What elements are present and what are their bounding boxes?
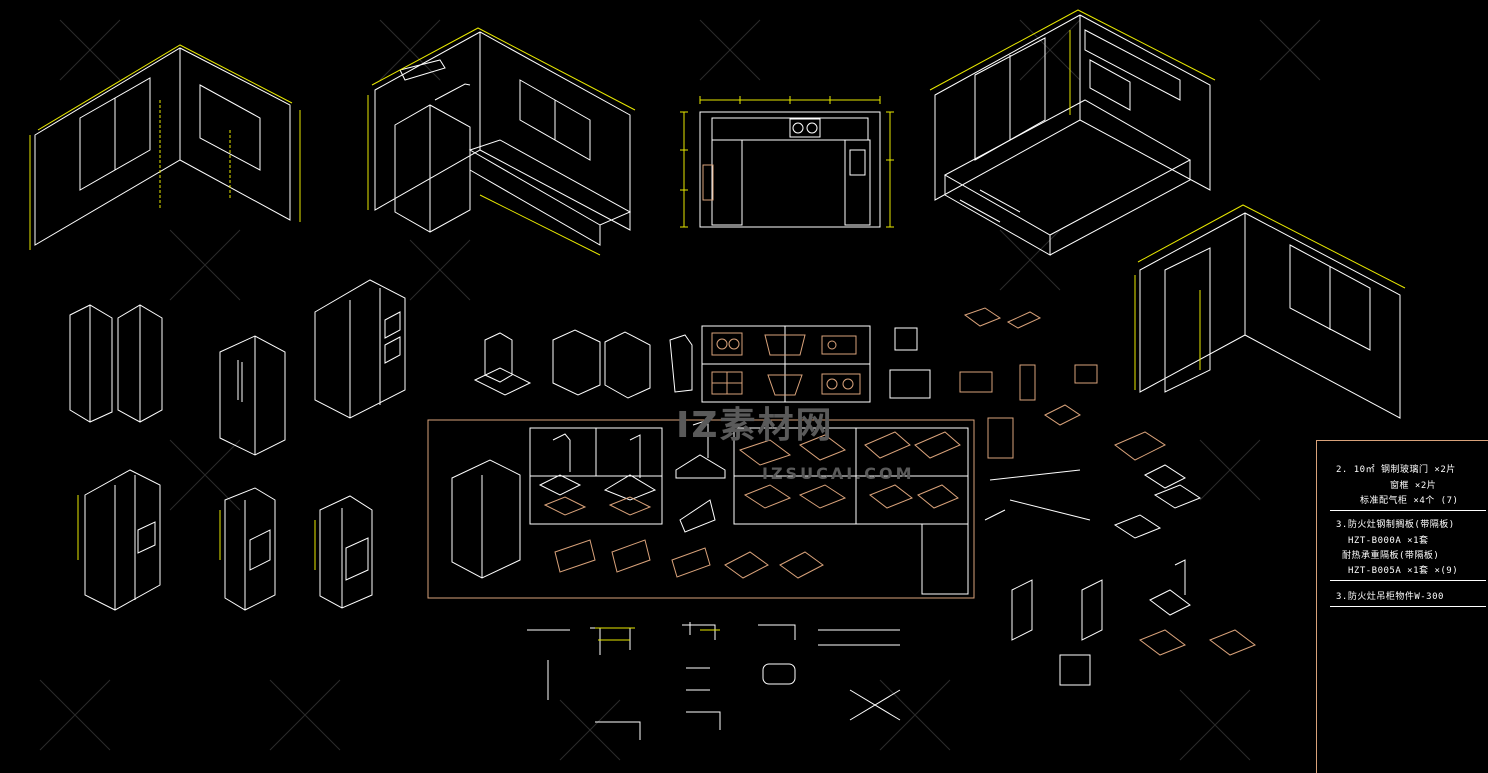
iso-kitchen-4 xyxy=(934,14,1211,256)
legend-line-6: 耐热承重隔板(带隔板) xyxy=(1342,551,1440,561)
watermark-cross-grid xyxy=(39,19,1321,761)
legend-line-4: 3.防火灶钢制搁板(带隔板) xyxy=(1336,520,1455,530)
legend-panel xyxy=(1316,440,1488,773)
hob-sink-panel xyxy=(701,325,871,403)
legend-line-7: HZT-B005A ×1套 ×(9) xyxy=(1348,566,1459,576)
range-hood-iso xyxy=(473,329,693,399)
appliance-library-frame xyxy=(427,419,975,599)
legend-line-5: HZT-B000A ×1套 xyxy=(1348,536,1429,546)
section-detail-dims xyxy=(595,627,720,641)
iso-room-5-dims xyxy=(1134,204,1406,390)
watermark-brand-cn: IZ素材网 xyxy=(676,405,834,446)
section-details xyxy=(527,622,901,740)
iso-room-1 xyxy=(29,44,301,250)
legend-rule-1 xyxy=(1330,510,1486,511)
legend-rule-3 xyxy=(1330,606,1486,607)
legend-line-1: 2. 10㎡ 钢制玻璃门 ×2片 xyxy=(1336,465,1456,475)
plan-view-dims xyxy=(680,96,894,228)
iso-kitchen-4-dims xyxy=(929,9,1216,115)
legend-line-2: 窗框 ×2片 xyxy=(1390,481,1437,491)
loose-sinks xyxy=(889,307,1202,539)
kitchen-plan-view xyxy=(699,111,881,228)
iso-kitchen-2-dims xyxy=(367,27,636,256)
iso-kitchen-2 xyxy=(374,31,632,246)
legend-line-3: 标准配气柜 ×4个 (7) xyxy=(1360,496,1459,506)
legend-line-8: 3.防火灶吊柜物件W-300 xyxy=(1336,592,1444,602)
legend-rule-2 xyxy=(1330,580,1486,581)
oven-hob-group xyxy=(1011,559,1257,686)
tall-cabinets-row-1 xyxy=(69,279,406,456)
tall-cabinet-dims xyxy=(77,495,316,570)
tall-cabinets-row-2 xyxy=(84,469,373,611)
watermark-brand-en: IZSUCAI.COM xyxy=(762,464,915,483)
iso-room-5 xyxy=(1139,212,1401,419)
